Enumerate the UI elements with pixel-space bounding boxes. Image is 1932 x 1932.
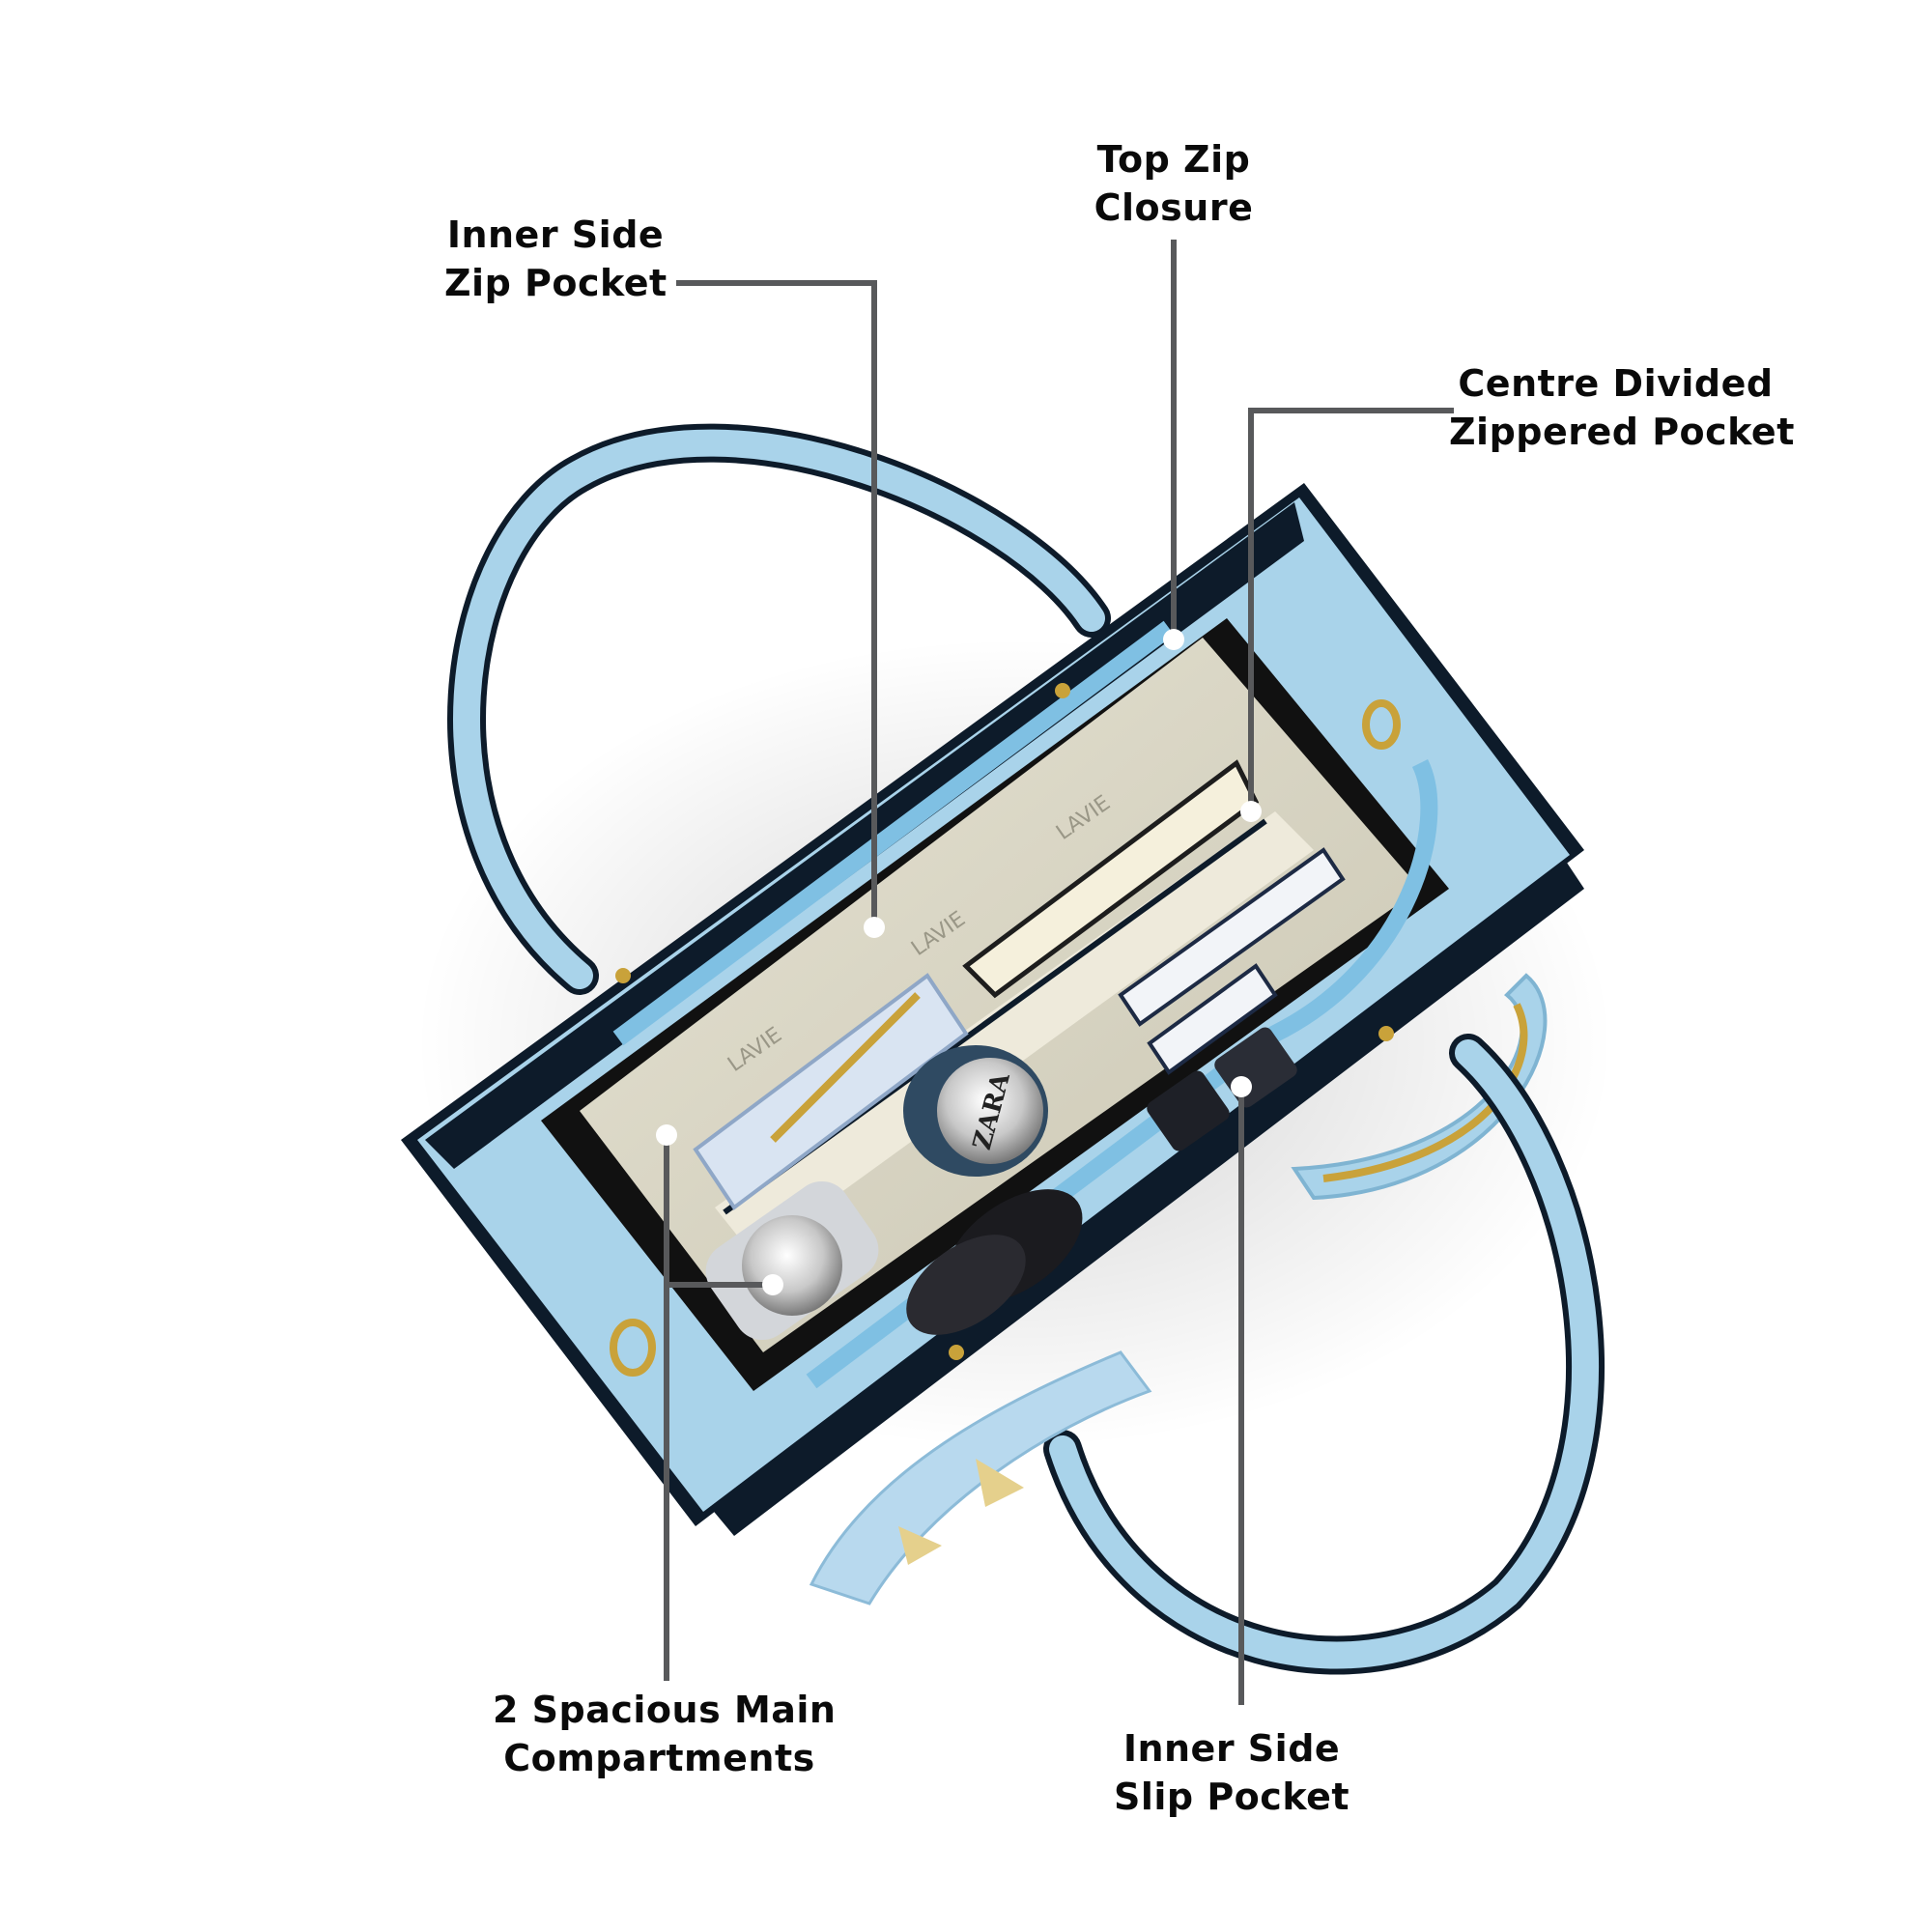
top-zip-closure: [612, 620, 1175, 1046]
label-main-compartments: 2 Spacious Main Compartments: [493, 1689, 837, 1779]
zara-compact: ZARA: [903, 1045, 1048, 1177]
zip-pouch: [693, 973, 969, 1210]
label-inner-side-zip-pocket: Inner Side Zip Pocket: [444, 213, 668, 304]
dot-inner-side-slip-pocket: [1231, 1076, 1252, 1097]
leader-centre-divided-pocket: [1248, 408, 1454, 811]
label-top-zip-closure: Top Zip Closure: [1094, 138, 1254, 229]
dot-centre-divided-pocket: [1240, 801, 1262, 822]
dot-top-zip-closure: [1163, 629, 1184, 650]
label-inner-side-slip-pocket: Inner Side Slip Pocket: [1113, 1727, 1350, 1818]
dot-main-compartments: [656, 1124, 677, 1146]
leader-inner-side-zip-pocket: [676, 280, 877, 927]
twilly-scarf: [809, 1350, 1152, 1605]
sunglasses: [906, 1189, 1083, 1335]
dot-inner-side-zip-pocket: [864, 917, 885, 938]
star-card-holder: [1118, 847, 1346, 1075]
gold-hardware: [610, 683, 1401, 1377]
label-centre-divided-pocket: Centre Divided Zippered Pocket: [1449, 362, 1795, 453]
callout-dots: [656, 629, 1262, 1295]
dot-main-compartments-bottle: [762, 1274, 783, 1295]
leader-lines: [664, 240, 1454, 1705]
